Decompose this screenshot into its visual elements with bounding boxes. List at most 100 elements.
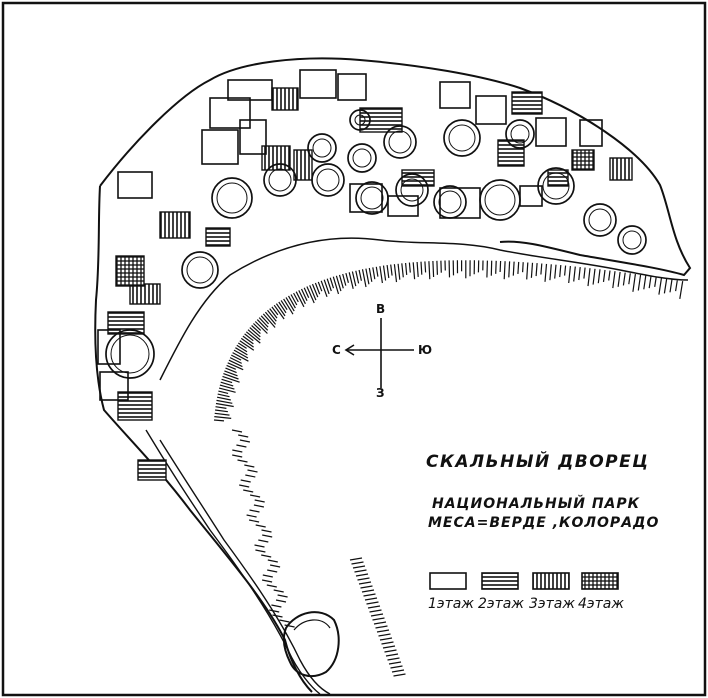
talus-hatch xyxy=(349,557,363,561)
talus-hatch xyxy=(261,529,272,533)
kiva xyxy=(355,181,389,215)
talus-hatch xyxy=(658,277,663,295)
talus-hatch xyxy=(278,301,287,314)
talus-hatch xyxy=(578,267,581,281)
talus-hatch xyxy=(235,347,248,356)
talus-hatch xyxy=(405,262,408,275)
talus-hatch xyxy=(517,261,520,274)
talus-hatch xyxy=(401,263,404,278)
talus-hatch xyxy=(280,300,288,311)
talus-hatch xyxy=(306,286,315,304)
kiva xyxy=(479,179,521,221)
talus-hatch xyxy=(382,645,396,649)
talus-hatch xyxy=(258,317,269,328)
talus-hatch xyxy=(573,266,576,282)
talus-hatch xyxy=(370,613,384,617)
talus-hatch xyxy=(608,270,611,281)
talus-hatch xyxy=(269,564,281,568)
cliff-outer-edge xyxy=(99,57,692,277)
talus-hatch xyxy=(366,601,379,605)
talus-hatch xyxy=(311,283,319,298)
kiva xyxy=(347,143,377,173)
talus-hatch xyxy=(393,264,398,283)
talus-hatch xyxy=(254,321,268,334)
talus-hatch xyxy=(239,340,255,351)
kiva xyxy=(349,109,371,131)
talus-hatch xyxy=(244,464,255,468)
talus-hatch xyxy=(355,573,369,577)
talus-hatch xyxy=(393,673,406,677)
talus-hatch xyxy=(219,384,235,390)
talus-hatch xyxy=(293,292,299,303)
talus-hatch xyxy=(287,295,296,309)
talus-hatch xyxy=(295,291,305,308)
talus-hatch xyxy=(254,499,265,503)
map-subtitle-line2: МЕСА=ВЕРДЕ ,КОЛОРАДО xyxy=(428,515,660,531)
talus-hatch xyxy=(240,337,254,348)
talus-hatch xyxy=(544,263,548,282)
talus-hatch xyxy=(386,265,390,279)
talus-hatch xyxy=(240,479,251,483)
talus-hatch xyxy=(351,271,357,287)
talus-hatch xyxy=(215,409,228,413)
talus-hatch xyxy=(390,665,403,669)
talus-hatch xyxy=(612,271,616,289)
talus-hatch xyxy=(643,275,647,290)
kiva-inner-ring xyxy=(588,208,612,232)
legend-swatch-2 xyxy=(481,572,519,590)
talus-hatch xyxy=(264,311,277,325)
talus-hatch xyxy=(248,519,260,523)
talus-hatch xyxy=(267,309,277,322)
talus-hatch xyxy=(379,266,383,284)
talus-hatch xyxy=(530,262,534,278)
legend-label-4: 4этаж xyxy=(578,596,624,612)
kiva xyxy=(505,119,535,149)
kiva-inner-ring xyxy=(542,172,570,200)
talus-hatch xyxy=(314,282,321,295)
talus-hatch xyxy=(232,449,243,453)
legend-label-1: 1этаж xyxy=(428,596,474,612)
talus-hatch xyxy=(271,306,279,316)
compass-north-label: С xyxy=(332,343,341,357)
talus-hatch xyxy=(335,275,342,292)
talus-hatch xyxy=(342,273,347,286)
talus-hatch xyxy=(262,534,273,538)
talus-hatch xyxy=(246,514,257,518)
talus-hatch xyxy=(526,262,529,280)
kiva-inner-ring xyxy=(622,230,642,250)
talus-hatch xyxy=(679,281,684,299)
talus-hatch xyxy=(255,524,266,528)
talus-hatch xyxy=(260,315,270,325)
talus-hatch xyxy=(253,504,265,508)
talus-hatch xyxy=(243,489,254,493)
talus-hatch xyxy=(352,565,366,569)
talus-hatch xyxy=(432,260,435,278)
kiva-inner-ring xyxy=(354,114,366,126)
talus-hatch xyxy=(266,584,277,588)
talus-hatch xyxy=(262,574,273,578)
talus-hatch xyxy=(424,261,427,273)
talus-hatch xyxy=(554,264,557,279)
talus-hatch xyxy=(216,396,231,401)
talus-hatch xyxy=(236,444,247,448)
talus-hatch xyxy=(271,604,282,608)
kiva-inner-ring xyxy=(216,182,248,214)
talus-hatch xyxy=(568,266,571,284)
talus-hatch xyxy=(486,260,488,278)
talus-hatch xyxy=(357,577,370,581)
kiva-inner-ring xyxy=(268,168,292,192)
map-subtitle-line1: НАЦИОНАЛЬНЫЙ ПАРК xyxy=(432,496,641,512)
talus-hatch xyxy=(379,637,393,641)
compass-south-label: Ю xyxy=(418,343,433,357)
talus-hatch xyxy=(275,303,286,317)
talus-hatch xyxy=(367,605,381,609)
kiva-inner-ring xyxy=(316,168,340,192)
talus-hatch xyxy=(675,280,678,292)
talus-hatch xyxy=(272,614,283,618)
talus-hatch xyxy=(224,370,238,377)
talus-hatch xyxy=(348,272,354,289)
talus-hatch xyxy=(669,279,673,293)
talus-hatch xyxy=(326,278,332,292)
talus-hatch xyxy=(261,554,272,558)
compass xyxy=(344,318,414,388)
